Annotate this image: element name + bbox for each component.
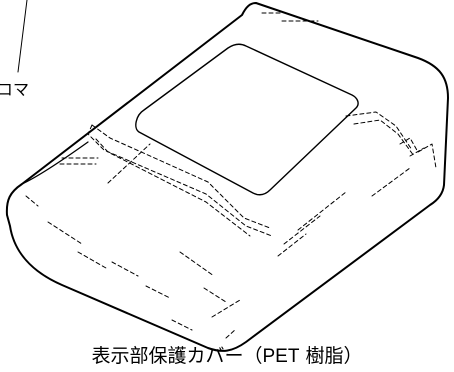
dashed-contour-lines: [25, 12, 437, 339]
callout-leader-line: [17, 0, 28, 73]
caption-name: 表示部保護カバー: [91, 345, 244, 367]
caption-material-name: 樹脂: [299, 345, 344, 367]
caption: 表示部保護カバー（PET 樹脂）: [0, 341, 454, 368]
callout-label: コマ: [0, 80, 29, 99]
cover-front-edge: [21, 141, 89, 185]
caption-paren-close: ）: [343, 345, 363, 367]
caption-material-code: PET: [262, 346, 300, 367]
cover-outline: [5, 2, 449, 352]
display-window: [135, 43, 359, 196]
caption-paren-open: （: [243, 345, 263, 367]
